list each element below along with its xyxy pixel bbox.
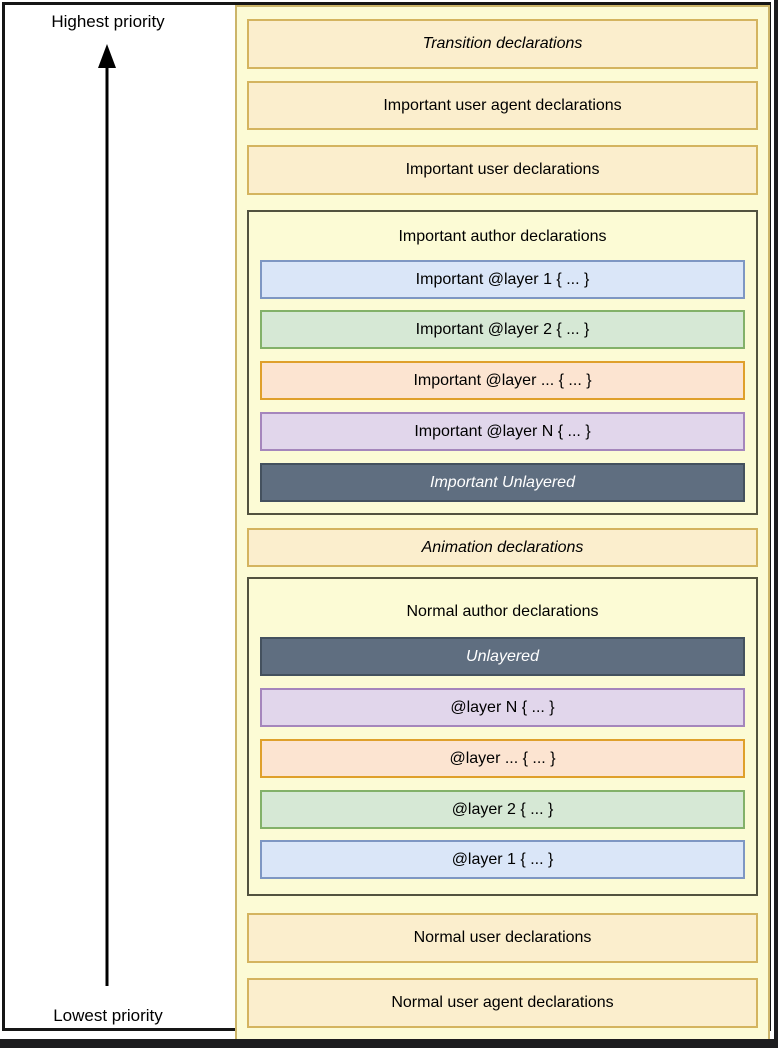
group-title-normal-author: Normal author declarations [406,603,599,620]
box-important-user-declarations: Important user declarations [247,145,758,195]
box-animation-declarations: Animation declarations [247,528,758,567]
box-important-layer-1: Important @layer 1 { ... } [260,260,745,299]
box-important-layer-n: Important @layer N { ... } [260,412,745,451]
highest-priority-label: Highest priority [51,12,165,31]
group-title-important-author: Important author declarations [398,228,607,245]
lowest-priority-label: Lowest priority [53,1006,163,1025]
box-normal-user-agent-declarations: Normal user agent declarations [247,978,758,1028]
box-important-layer-2: Important @layer 2 { ... } [260,310,745,349]
group-normal-author-declarations: Normal author declarations Unlayered @la… [247,577,758,896]
group-important-author-declarations: Important author declarations Important … [247,210,758,515]
box-layer-2: @layer 2 { ... } [260,790,745,829]
box-transition-declarations: Transition declarations [247,19,758,69]
box-important-user-agent-declarations: Important user agent declarations [247,81,758,130]
box-normal-user-declarations: Normal user declarations [247,913,758,963]
box-unlayered: Unlayered [260,637,745,676]
box-layer-n: @layer N { ... } [260,688,745,727]
box-important-layer-dots: Important @layer ... { ... } [260,361,745,400]
box-layer-1: @layer 1 { ... } [260,840,745,879]
box-important-unlayered: Important Unlayered [260,463,745,502]
box-layer-dots: @layer ... { ... } [260,739,745,778]
up-arrow-icon [98,44,116,986]
